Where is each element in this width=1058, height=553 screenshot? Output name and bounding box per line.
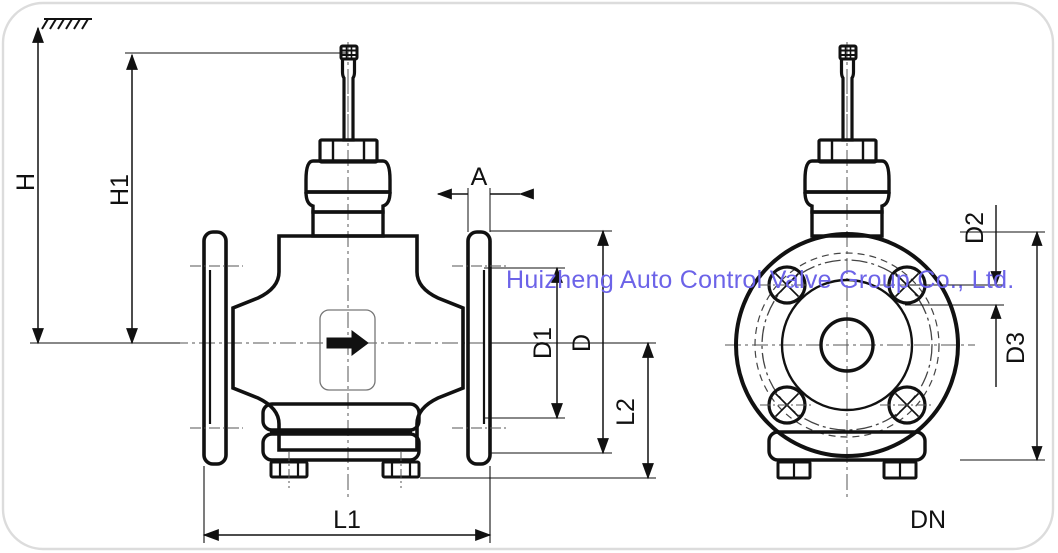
dimension-D2: D2 — [905, 205, 1004, 387]
end-view-bolt-left — [776, 460, 812, 480]
dimension-H: H — [12, 26, 180, 345]
valve-body — [231, 234, 465, 452]
bottom-cover-plate — [261, 402, 421, 462]
flange-outer-circle — [734, 232, 960, 458]
dimension-label-D2: D2 — [961, 212, 989, 244]
dimension-label-DN: DN — [910, 506, 946, 534]
bottom-bolt-left — [269, 452, 309, 488]
dimension-L2: L2 — [420, 341, 656, 480]
hidden-inner-circle — [754, 252, 940, 438]
end-face-view: D2 D3 DN — [725, 42, 1045, 534]
flow-direction-arrow — [326, 330, 369, 356]
bolt-circle — [761, 259, 933, 431]
dimension-L1: L1 — [202, 466, 492, 543]
company-watermark: Huizheng Auto Control Valve Group Co., L… — [506, 266, 1015, 294]
dimension-label-L2: L2 — [612, 398, 640, 426]
bottom-bolt-right — [381, 452, 421, 488]
dimension-A: A — [436, 163, 534, 232]
left-flange — [202, 230, 228, 466]
ground-datum-hatching — [41, 18, 92, 30]
flow-marker-plate — [319, 309, 376, 391]
end-view-stem-cap — [838, 44, 858, 61]
flange-bore-circle — [819, 317, 875, 373]
dimension-label-L1: L1 — [333, 506, 361, 534]
dimension-D3: D3 — [960, 230, 1045, 462]
bonnet-upper-collar — [304, 159, 392, 194]
dimension-DN: DN — [910, 506, 946, 534]
dimension-label-H1: H1 — [106, 174, 134, 206]
flange-raised-face-circle — [780, 278, 914, 412]
dimension-H1: H1 — [106, 52, 348, 345]
right-flange — [466, 230, 492, 466]
front-elevation-view: H H1 A D1 D — [12, 26, 656, 543]
dimension-label-D3: D3 — [1002, 332, 1030, 364]
end-view-bottom-plate — [767, 430, 927, 462]
flange-bolt-centerlines — [190, 265, 506, 429]
dimension-label-H: H — [12, 173, 40, 191]
dimension-label-A: A — [471, 163, 488, 191]
end-view-bolt-right — [882, 460, 918, 480]
